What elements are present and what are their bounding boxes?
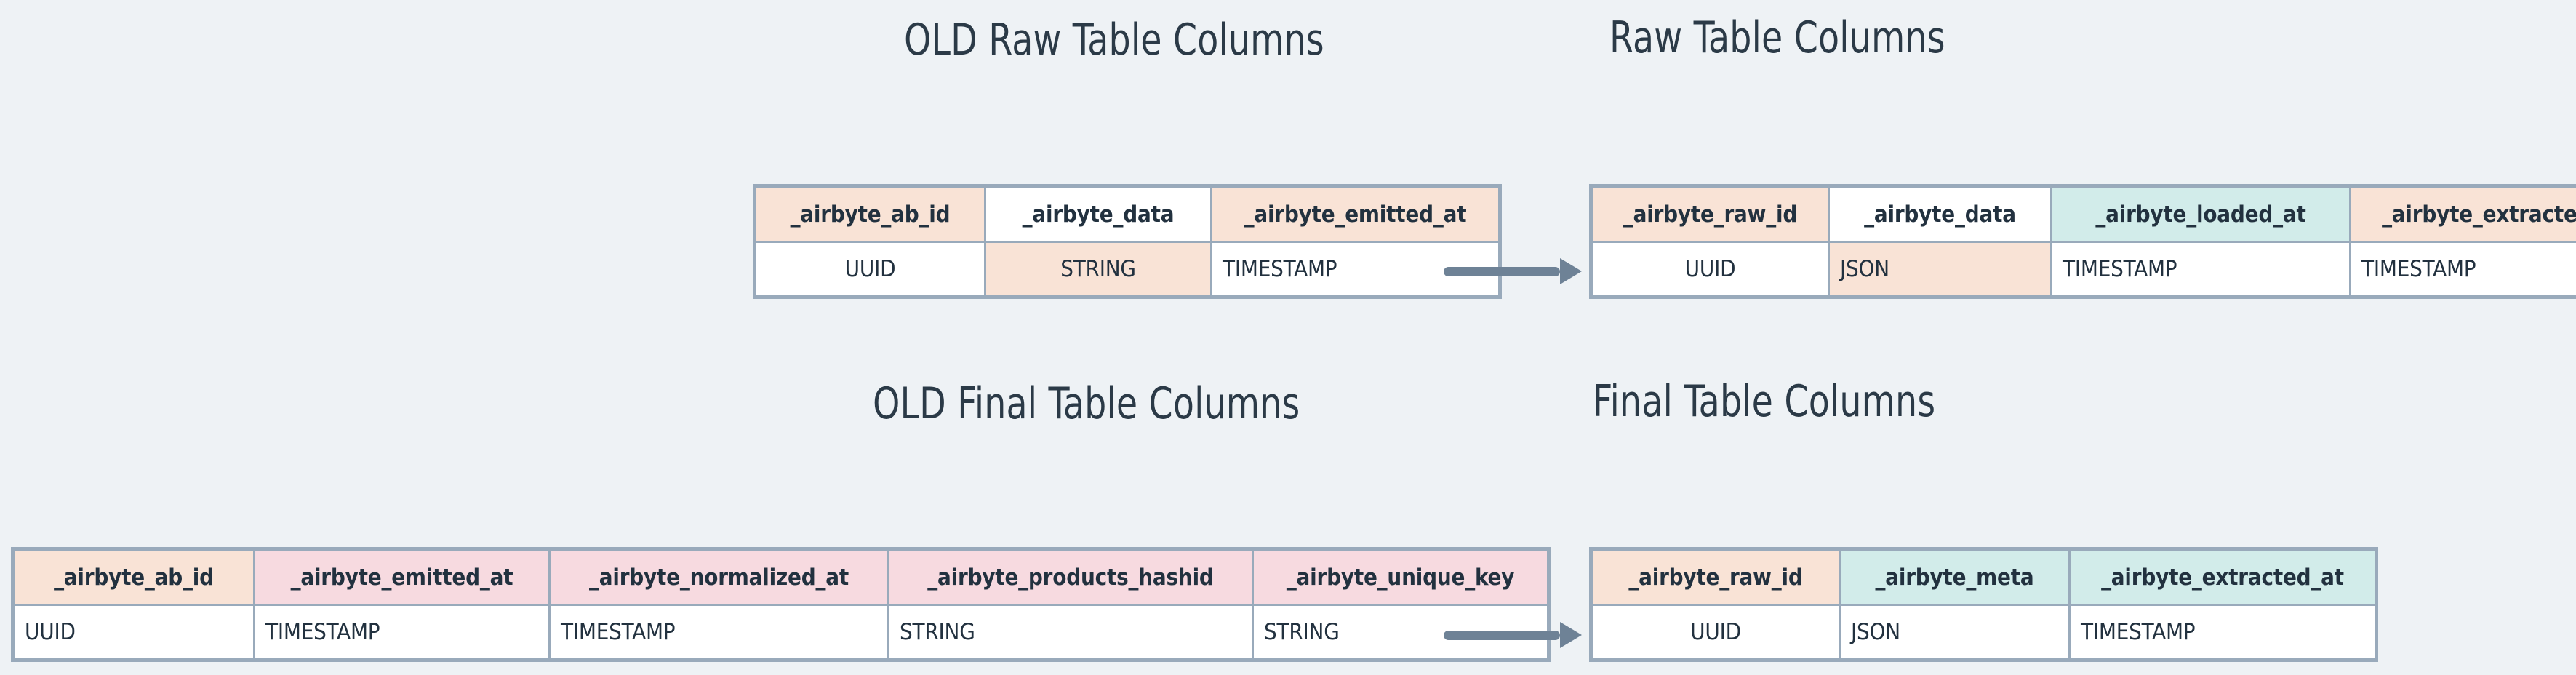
column-type-cell: JSON — [1839, 604, 2071, 661]
arrow-head — [1560, 258, 1582, 284]
column-type-cell: UUID — [753, 241, 986, 298]
column-type-cell: TIMESTAMP — [2068, 604, 2377, 661]
table-old-raw-columns: _airbyte_ab_id _airbyte_data _airbyte_em… — [753, 184, 1502, 299]
column-header-cell: _airbyte_meta — [1839, 548, 2071, 606]
column-type-cell: JSON — [1828, 241, 2052, 298]
column-header-cell: _airbyte_extracted_at — [2349, 185, 2576, 243]
column-header-cell: _airbyte_data — [1828, 185, 2052, 243]
table-old-final-columns: _airbyte_ab_id _airbyte_emitted_at _airb… — [11, 547, 1551, 662]
heading-old-raw-table-columns: OLD Raw Table Columns — [904, 15, 1324, 65]
column-header-cell: _airbyte_normalized_at — [548, 548, 889, 606]
column-header-cell: _airbyte_raw_id — [1590, 548, 1841, 606]
table-header-row: _airbyte_ab_id _airbyte_emitted_at _airb… — [12, 548, 1550, 606]
table-type-row: UUID JSON TIMESTAMP TIMESTAMP — [1590, 241, 2576, 298]
column-type-cell: TIMESTAMP — [2349, 241, 2576, 298]
arrow-raw-migration — [1444, 258, 1582, 284]
table-header-row: _airbyte_ab_id _airbyte_data _airbyte_em… — [753, 185, 1501, 243]
heading-final-table-columns: Final Table Columns — [1593, 376, 1936, 427]
column-header-cell: _airbyte_products_hashid — [887, 548, 1254, 606]
table-type-row: UUID TIMESTAMP TIMESTAMP STRING STRING — [12, 604, 1550, 661]
column-type-cell: STRING — [984, 241, 1212, 298]
column-type-cell: UUID — [1590, 241, 1830, 298]
heading-old-final-table-columns: OLD Final Table Columns — [873, 378, 1300, 429]
column-header-cell: _airbyte_extracted_at — [2068, 548, 2377, 606]
column-type-cell: TIMESTAMP — [253, 604, 551, 661]
arrow-shaft — [1444, 267, 1560, 276]
arrow-head — [1560, 622, 1582, 648]
column-header-cell: _airbyte_loaded_at — [2050, 185, 2351, 243]
column-header-cell: _airbyte_emitted_at — [1210, 185, 1501, 243]
column-header-cell: _airbyte_ab_id — [12, 548, 255, 606]
table-type-row: UUID JSON TIMESTAMP — [1590, 604, 2377, 661]
arrow-final-migration — [1444, 622, 1582, 648]
column-header-cell: _airbyte_unique_key — [1252, 548, 1550, 606]
column-header-cell: _airbyte_ab_id — [753, 185, 986, 243]
heading-raw-table-columns: Raw Table Columns — [1609, 12, 1945, 63]
table-header-row: _airbyte_raw_id _airbyte_meta _airbyte_e… — [1590, 548, 2377, 606]
column-header-cell: _airbyte_raw_id — [1590, 185, 1830, 243]
table-type-row: UUID STRING TIMESTAMP — [753, 241, 1501, 298]
column-header-cell: _airbyte_emitted_at — [253, 548, 551, 606]
column-type-cell: TIMESTAMP — [2050, 241, 2351, 298]
table-header-row: _airbyte_raw_id _airbyte_data _airbyte_l… — [1590, 185, 2576, 243]
column-type-cell: TIMESTAMP — [548, 604, 889, 661]
column-type-cell: UUID — [1590, 604, 1841, 661]
arrow-shaft — [1444, 631, 1560, 640]
column-header-cell: _airbyte_data — [984, 185, 1212, 243]
table-new-raw-columns: _airbyte_raw_id _airbyte_data _airbyte_l… — [1589, 184, 2576, 299]
column-type-cell: STRING — [887, 604, 1254, 661]
table-new-final-columns: _airbyte_raw_id _airbyte_meta _airbyte_e… — [1589, 547, 2378, 662]
column-type-cell: UUID — [12, 604, 255, 661]
